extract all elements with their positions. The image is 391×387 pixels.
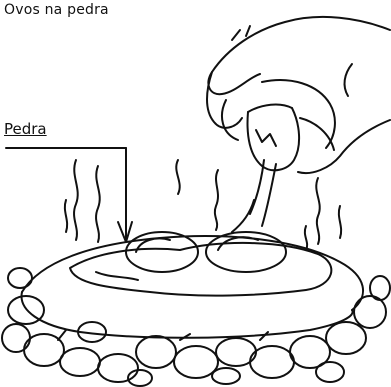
fried-egg-icon (70, 232, 331, 296)
egg-shell-icon (232, 105, 299, 232)
stone-label-pointer (6, 148, 132, 242)
